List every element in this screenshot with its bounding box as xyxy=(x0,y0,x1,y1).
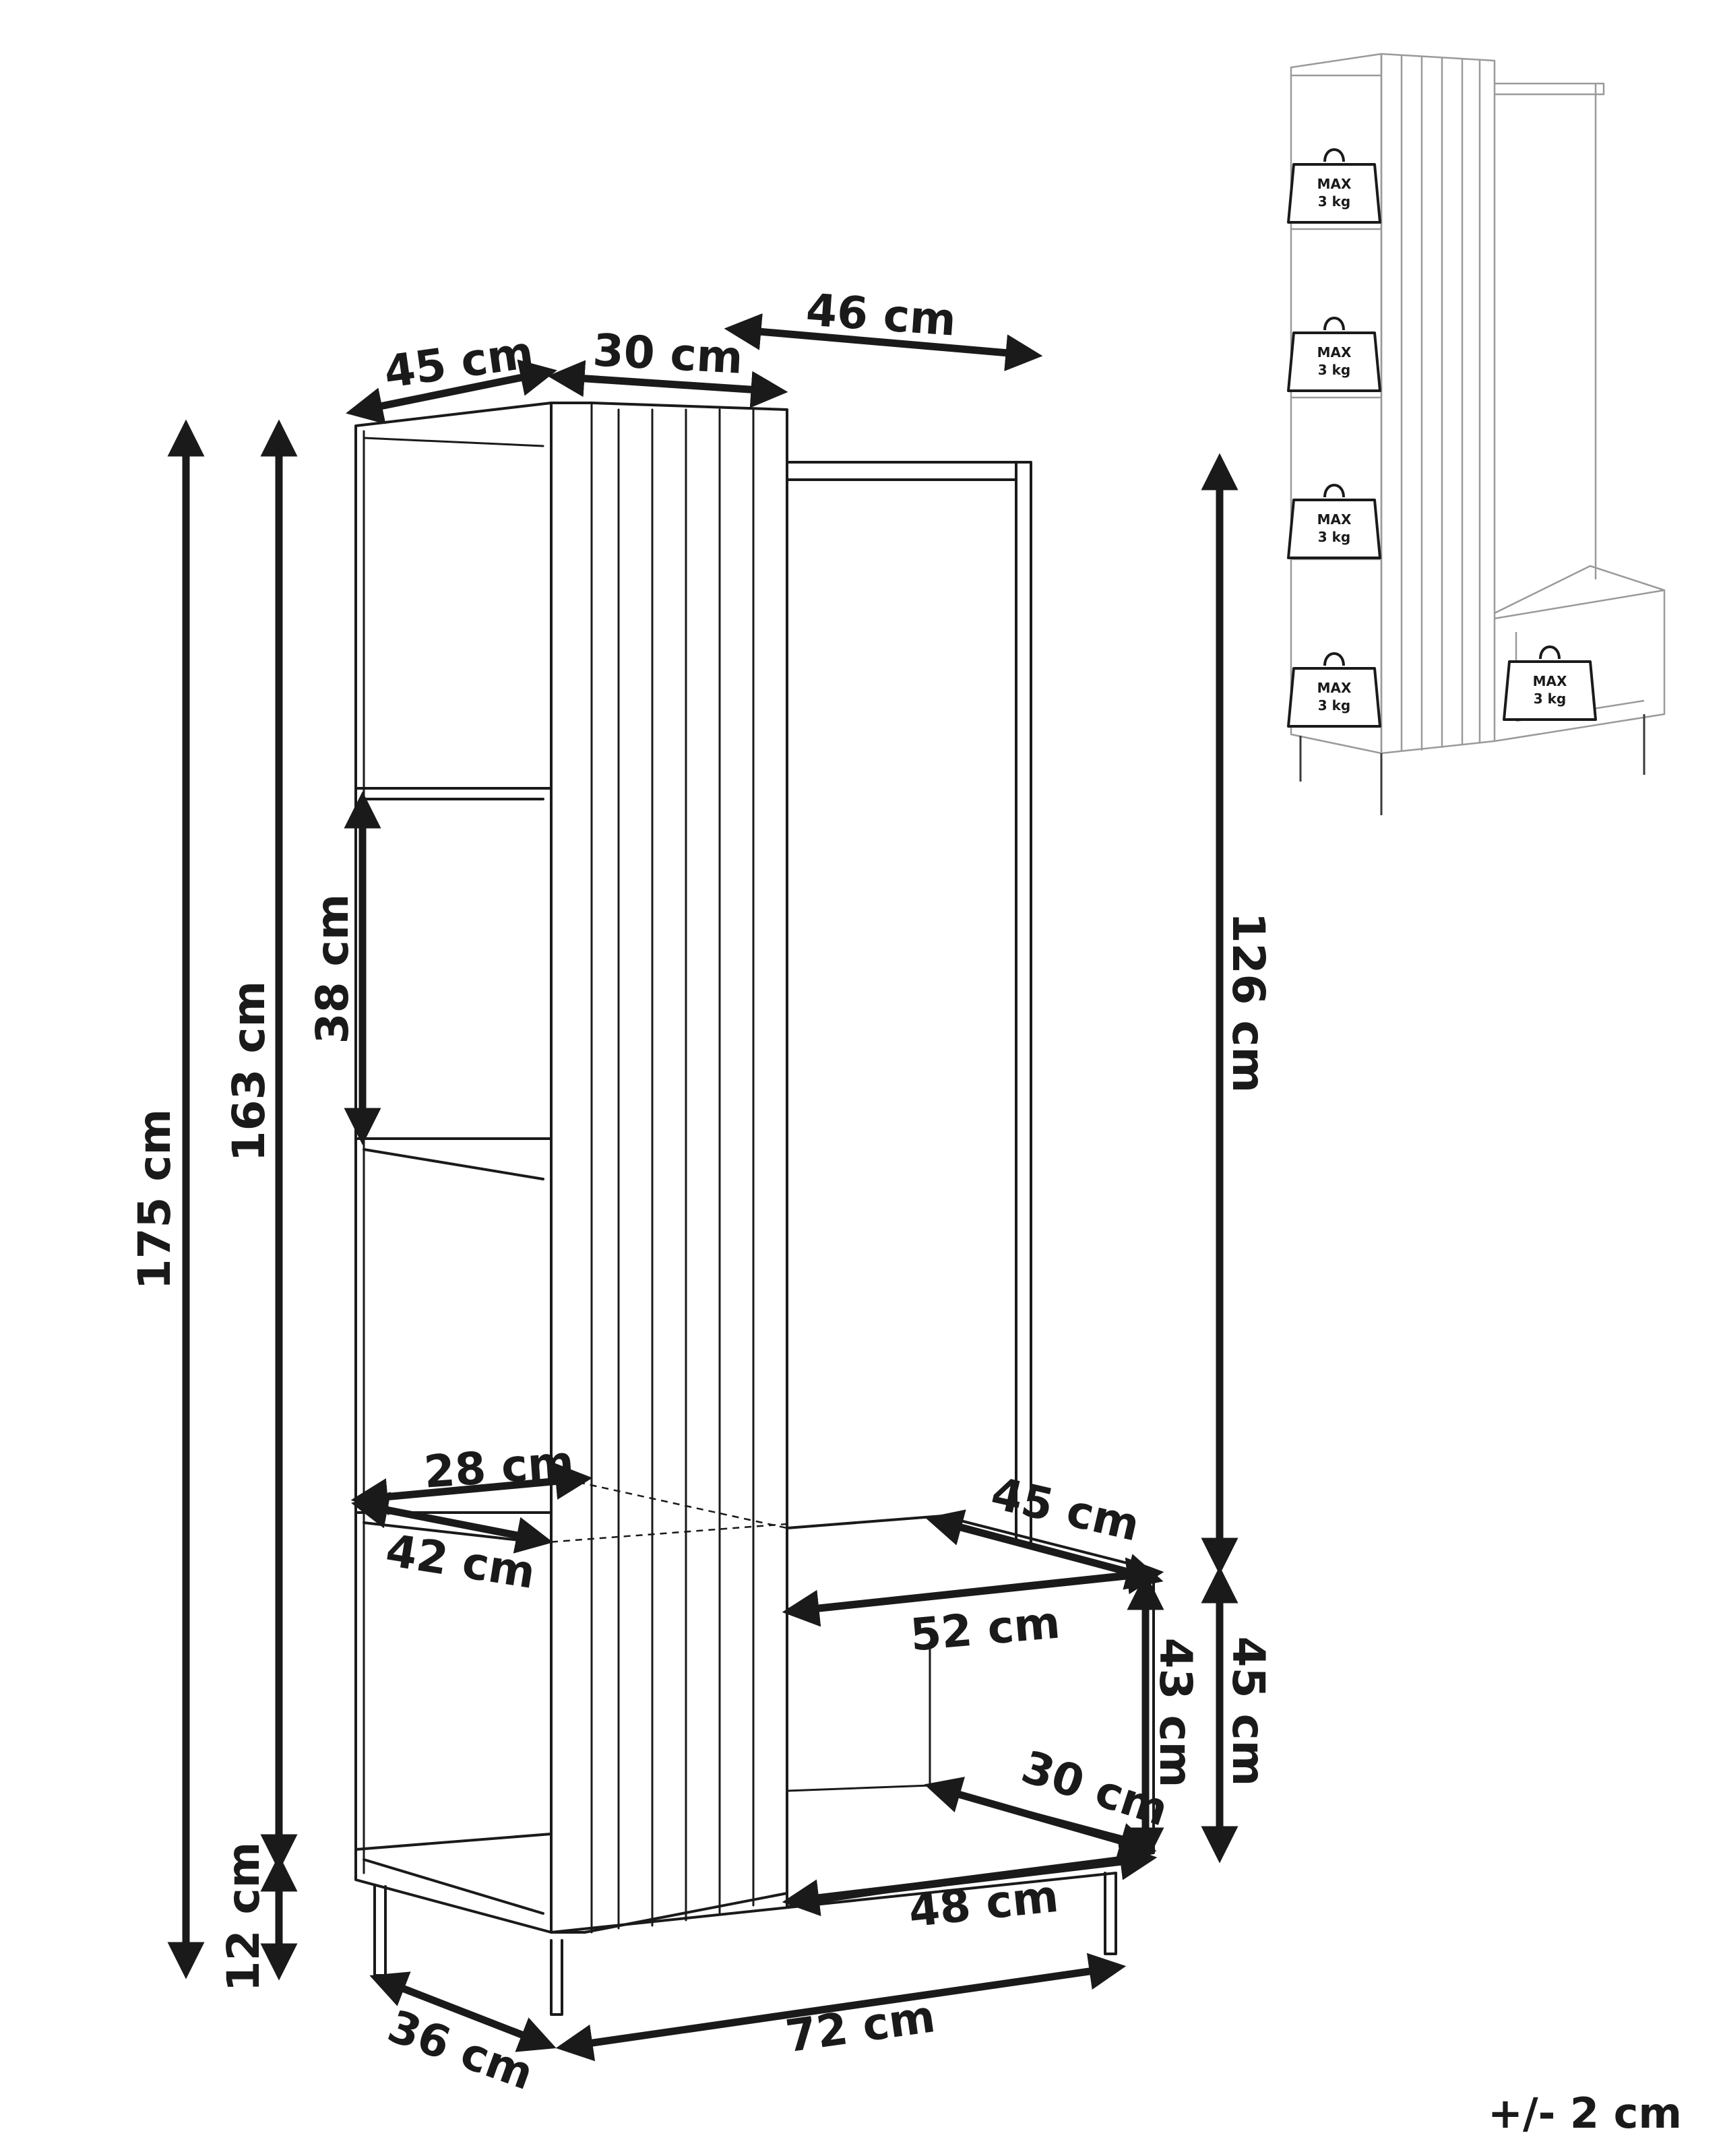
weight-badge-4-label: MAX xyxy=(1317,680,1352,696)
label-52: 52 cm xyxy=(908,1597,1063,1661)
label-30-top: 30 cm xyxy=(592,324,744,384)
weight-badge-3-weight: 3 kg xyxy=(1318,529,1351,545)
label-36: 36 cm xyxy=(381,2000,540,2101)
weight-badge-3: MAX 3 kg xyxy=(1287,484,1381,559)
hanging-rail-bar xyxy=(786,461,1017,481)
weight-badge-5-weight: 3 kg xyxy=(1534,691,1567,707)
hidden-edge-upper xyxy=(577,1481,788,1529)
dim-line-46 xyxy=(724,313,1043,372)
weight-badge-5-label: MAX xyxy=(1533,673,1567,689)
inset-bench xyxy=(1494,565,1666,742)
dimension-lines xyxy=(167,313,1238,2062)
label-38: 38 cm xyxy=(307,894,358,1044)
label-28: 28 cm xyxy=(422,1436,576,1498)
inset-shelf-lines xyxy=(1291,74,1381,722)
weight-badge-4: MAX 3 kg xyxy=(1287,652,1381,728)
shelf-column-top-inner xyxy=(363,437,544,447)
label-46: 46 cm xyxy=(805,284,958,346)
inset-panel-slats xyxy=(1400,55,1481,752)
dim-line-45-top xyxy=(346,359,557,424)
hanging-rail-post xyxy=(1015,461,1032,1544)
bench-outline xyxy=(786,1515,1155,1908)
dim-line-72 xyxy=(555,1953,1127,2062)
weight-badge-2-weight: 3 kg xyxy=(1318,362,1351,378)
weight-badge-1-label: MAX xyxy=(1317,176,1352,192)
tolerance-note: +/- 2 cm xyxy=(1488,2089,1682,2138)
weight-badge-2-label: MAX xyxy=(1317,344,1352,360)
weight-badge-1: MAX 3 kg xyxy=(1287,148,1381,224)
shelf-2 xyxy=(354,1137,553,1180)
label-43: 43 cm xyxy=(1150,1638,1201,1788)
dim-line-30-top xyxy=(547,360,788,408)
label-163: 163 cm xyxy=(223,981,275,1162)
label-45-bench: 45 cm xyxy=(1222,1637,1274,1787)
shelf-column-outline xyxy=(354,402,553,1934)
dim-line-30-bench xyxy=(924,1777,1157,1859)
dimension-labels: 175 cm 163 cm 12 cm 38 cm 45 cm 30 cm 46… xyxy=(129,284,1274,2100)
shelf-1 xyxy=(354,787,553,800)
dim-line-36 xyxy=(369,1971,557,2052)
label-72: 72 cm xyxy=(782,1990,938,2062)
panel-slats xyxy=(590,402,788,1934)
dim-line-48 xyxy=(782,1843,1158,1917)
dim-line-42 xyxy=(351,1492,553,1554)
inset-rail xyxy=(1495,82,1605,579)
weight-badge-4-weight: 3 kg xyxy=(1318,697,1351,714)
shelf-bottom xyxy=(354,1833,553,1915)
weight-badge-1-weight: 3 kg xyxy=(1318,193,1351,210)
label-45-top: 45 cm xyxy=(381,326,536,398)
dim-line-52 xyxy=(782,1557,1164,1627)
label-175: 175 cm xyxy=(129,1109,181,1290)
label-12: 12 cm xyxy=(218,1842,270,1992)
weight-badge-5: MAX 3 kg xyxy=(1503,645,1597,721)
weight-badge-3-label: MAX xyxy=(1317,511,1352,528)
inset-panel xyxy=(1380,53,1496,755)
label-48: 48 cm xyxy=(906,1870,1061,1938)
label-126: 126 cm xyxy=(1222,912,1274,1093)
slatted-panel-outline xyxy=(550,402,788,1934)
load-capacity-inset: MAX 3 kg MAX 3 kg MAX 3 kg MAX 3 kg MAX … xyxy=(1287,53,1666,815)
hidden-edge-lower xyxy=(538,1523,788,1544)
weight-badge-2: MAX 3 kg xyxy=(1287,317,1381,392)
inset-legs xyxy=(1299,714,1645,815)
